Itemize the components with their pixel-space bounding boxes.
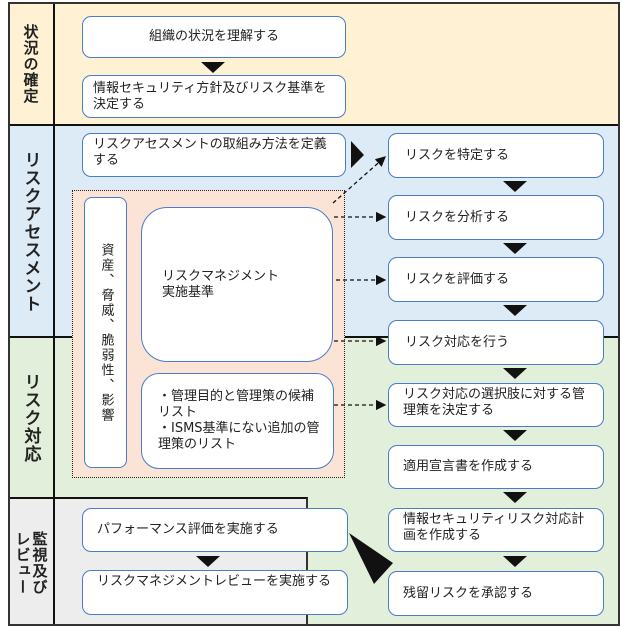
arrow-down-icon — [503, 181, 527, 192]
box-text: リスクを分析する — [405, 209, 510, 225]
box-select-controls: リスク対応の選択肢に対する管理策を決定する — [388, 383, 604, 427]
box-control-lists: ・管理目的と管理策の候補リスト ・ISMS基準にない追加の管理策のリスト — [141, 373, 334, 469]
box-management-review: リスクマネジメントレビューを実施する — [82, 570, 348, 615]
box-statement-of-applicability: 適用宣言書を作成する — [388, 445, 604, 489]
section-label-assessment: リスクアセスメント — [8, 126, 55, 338]
box-text: リスクアセスメントの取組み方法を定義する — [93, 137, 327, 168]
box-rm-criteria: リスクマネジメント 実施基準 — [141, 207, 333, 362]
box-text: 資産、脅威、脆弱性、影響 — [98, 242, 114, 423]
review-label-line1: 監視及び — [30, 530, 49, 595]
box-evaluate-risk: リスクを評価する — [388, 257, 604, 302]
dashed-arrow-identify — [332, 156, 386, 204]
arrow-down-icon — [503, 305, 527, 316]
box-text: リスクマネジメント 実施基準 — [162, 268, 280, 300]
arrow-down-icon — [503, 492, 527, 503]
arrow-down-icon — [201, 62, 225, 73]
arrow-right-icon — [351, 141, 364, 168]
box-text: 情報セキュリティ方針及びリスク基準を決定する — [93, 80, 327, 112]
box-text: リスク対応を行う — [405, 334, 510, 350]
box-define-approach: リスクアセスメントの取組み方法を定義する — [82, 133, 346, 177]
box-assets-threats: 資産、脅威、脆弱性、影響 — [84, 197, 127, 468]
arrow-down-icon — [503, 430, 527, 441]
box-policy-criteria: 情報セキュリティ方針及びリスク基準を決定する — [82, 75, 346, 118]
box-analyze-risk: リスクを分析する — [388, 195, 604, 240]
box-treat-risk: リスク対応を行う — [388, 320, 604, 365]
box-text: 残留リスクを承認する — [403, 585, 534, 601]
box-text: 適用宣言書を作成する — [403, 459, 534, 474]
arrow-down-icon — [196, 556, 220, 567]
box-text: ・管理目的と管理策の候補リスト ・ISMS基準にない追加の管理策のリスト — [158, 389, 320, 452]
box-text: 情報セキュリティリスク対応計画を作成する — [403, 512, 585, 543]
box-text: パフォーマンス評価を実施する — [97, 522, 279, 537]
box-text: リスクを評価する — [405, 271, 510, 287]
arrow-down-icon — [503, 243, 527, 254]
box-performance-evaluation: パフォーマンス評価を実施する — [82, 508, 348, 552]
section-label-treatment: リスク対応 — [8, 338, 55, 497]
treatment-label: リスク対応 — [20, 372, 41, 463]
box-text: 組織の状況を理解する — [148, 29, 279, 44]
arrow-diagonal-icon — [349, 533, 393, 584]
box-text: リスクマネジメントレビューを実施する — [97, 574, 332, 589]
assessment-label: リスクアセスメント — [20, 151, 41, 313]
box-identify-risk: リスクを特定する — [388, 133, 604, 178]
review-label-line2: レビュー — [13, 530, 32, 595]
box-understand-organization: 組織の状況を理解する — [82, 16, 346, 58]
arrow-down-icon — [503, 556, 527, 567]
context-label: 状況の確定 — [21, 24, 40, 104]
box-treatment-plan: 情報セキュリティリスク対応計画を作成する — [388, 508, 604, 552]
box-text: リスクを特定する — [405, 147, 510, 163]
section-label-review: 監視及び レビュー — [8, 497, 55, 626]
review-label: 監視及び レビュー — [13, 530, 49, 595]
box-accept-residual-risk: 残留リスクを承認する — [388, 571, 604, 616]
section-label-context: 状況の確定 — [8, 2, 55, 126]
box-text: リスク対応の選択肢に対する管理策を決定する — [403, 387, 586, 418]
arrow-down-icon — [503, 368, 527, 379]
